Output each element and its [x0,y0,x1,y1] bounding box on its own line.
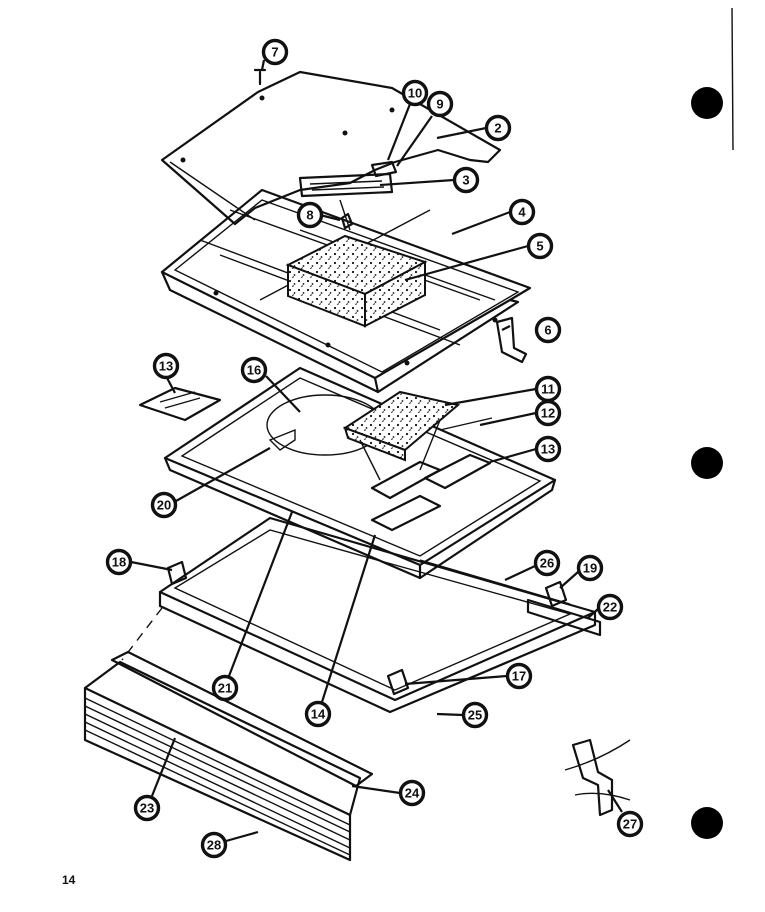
bracket-strip [298,172,394,198]
door-panel [83,660,362,862]
callout-9: 9 [426,90,454,118]
svg-text:21: 21 [218,681,232,696]
svg-text:9: 9 [436,97,443,112]
callout-4: 4 [508,198,536,226]
callout-13-left: 13 [152,352,180,380]
screw-7 [253,68,267,86]
small-plate-13-left [138,386,222,422]
svg-text:13: 13 [541,442,555,457]
callout-25: 25 [461,701,489,729]
callout-7: 7 [261,38,289,66]
callout-10: 10 [401,79,429,107]
svg-text:7: 7 [271,45,278,60]
punch-hole-bottom [691,807,723,839]
callout-5: 5 [526,232,554,260]
svg-text:24: 24 [405,786,420,801]
svg-text:12: 12 [541,406,555,421]
svg-text:6: 6 [544,323,551,338]
svg-text:28: 28 [207,838,221,853]
callout-28: 28 [200,831,228,859]
callout-20: 20 [150,491,178,519]
page-number: 14 [62,873,76,887]
fastener-8 [340,212,354,230]
svg-text:27: 27 [623,817,637,832]
edge-mark [731,7,734,151]
callout-11: 11 [534,375,562,403]
callout-27: 27 [616,810,644,838]
svg-text:10: 10 [408,86,422,101]
leader-lines [130,59,623,843]
callout-12: 12 [534,399,562,427]
insulation-block [285,234,428,328]
top-cover-panel [160,70,502,226]
svg-text:26: 26 [540,556,554,571]
callout-2: 2 [484,114,512,142]
callout-6: 6 [534,316,562,344]
element-brackets [370,417,493,532]
svg-text:8: 8 [306,208,313,223]
callout-13-right: 13 [534,435,562,463]
svg-text:2: 2 [494,121,501,136]
callout-18: 18 [105,548,133,576]
svg-text:22: 22 [603,600,617,615]
callout-21: 21 [211,674,239,702]
callout-26: 26 [533,549,561,577]
svg-text:3: 3 [462,173,469,188]
callout-24: 24 [398,779,426,807]
clip-part [370,160,398,178]
hinge-block-17 [386,668,410,696]
svg-text:20: 20 [157,498,171,513]
hinge-bracket-6 [495,316,528,364]
liner-panel [163,366,557,580]
svg-text:16: 16 [247,363,261,378]
svg-text:13: 13 [159,359,173,374]
callout-23: 23 [133,794,161,822]
insulation-pad [342,390,461,481]
svg-text:4: 4 [518,205,526,220]
svg-text:17: 17 [512,669,526,684]
callout-14: 14 [304,700,332,728]
callout-22: 22 [596,593,624,621]
callout-17: 17 [505,662,533,690]
svg-text:11: 11 [541,382,555,397]
svg-text:23: 23 [140,801,154,816]
punch-hole-top [691,87,723,119]
hinge-detail-27 [564,738,631,817]
edge-strip-24 [110,650,374,788]
callout-16: 16 [240,356,268,384]
svg-text:25: 25 [468,708,482,723]
hinge-block-19 [544,580,568,608]
hinge-block-18 [166,560,188,586]
svg-text:14: 14 [311,707,326,722]
svg-text:18: 18 [112,555,126,570]
svg-text:19: 19 [583,561,597,576]
callout-19: 19 [576,554,604,582]
punch-hole-middle [691,447,723,479]
callout-3: 3 [452,166,480,194]
callout-8: 8 [296,201,324,229]
rail-22 [526,598,602,637]
svg-text:5: 5 [536,239,543,254]
